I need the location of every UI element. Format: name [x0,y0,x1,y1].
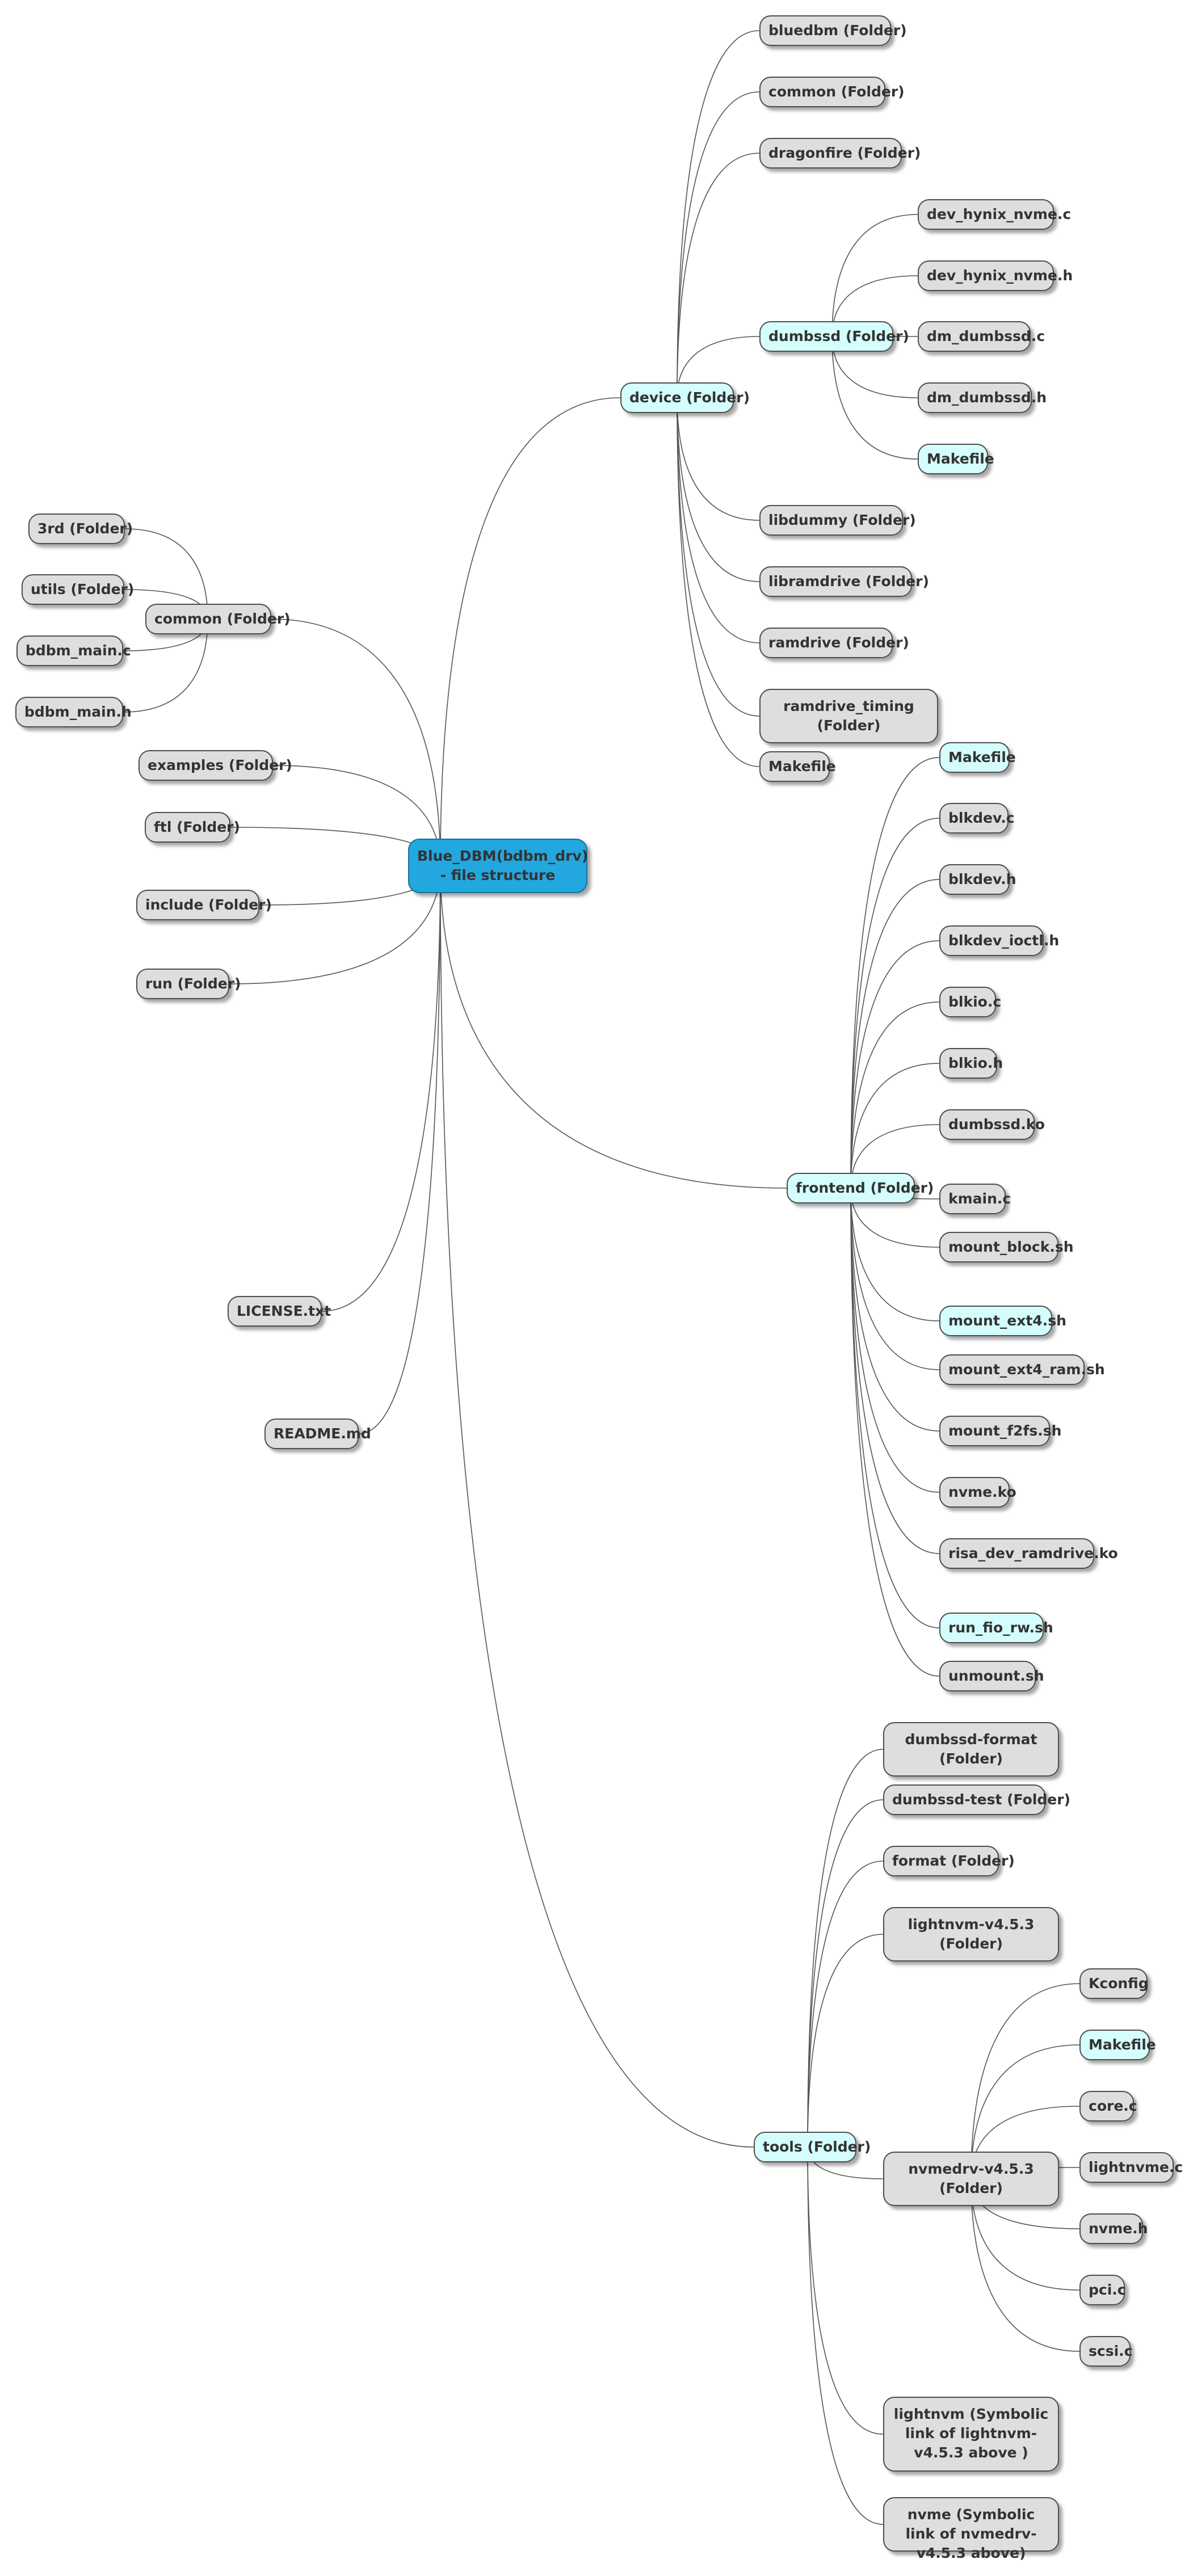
bdbm-main-h-node: bdbm_main.h [15,697,132,727]
connector-line [850,1188,940,1554]
common-folder-node: common (Folder) [145,604,291,634]
libramdrive-folder-node: libramdrive (Folder) [759,566,929,597]
connector-line [831,214,918,337]
connector-line [850,1188,940,1432]
bluedbm-folder-node: bluedbm (Folder) [759,15,907,46]
libdummy-folder-node: libdummy (Folder) [759,505,916,536]
nvmedrv-makefile-node: Makefile [1079,2030,1156,2060]
connector-line [321,865,441,1312]
connector-line [971,1983,1080,2179]
root-node: Blue_DBM(bdbm_drv) - file structure [408,839,588,893]
pci-c-node: pci.c [1079,2275,1126,2305]
kconfig-node: Kconfig [1079,1968,1149,1999]
connector-line [807,2146,884,2525]
connector-line [850,1188,940,1628]
frontend-makefile-node: Makefile [939,742,1016,773]
connector-line [831,336,918,460]
connector-line [850,1188,940,1493]
connector-line [850,818,940,1189]
connector-line [807,1749,884,2148]
blkdev-ioctl-h-node: blkdev_ioctl.h [939,925,1059,956]
connector-line [677,397,760,767]
ramdrive-folder-node: ramdrive (Folder) [759,628,909,658]
blkio-c-node: blkio.c [939,987,1001,1017]
dumbssd-test-folder-node: dumbssd-test (Folder) [883,1784,1070,1815]
tools-folder-node: tools (Folder) [754,2132,871,2162]
dm-dumbssd-c-node: dm_dumbssd.c [918,321,1045,352]
connector-line [271,618,441,866]
kmain-c-node: kmain.c [939,1184,1011,1214]
device-common-folder-node: common (Folder) [759,77,905,107]
nvme-symlink-node: nvme (Symbolic link of nvmedrv-v4.5.3 ab… [883,2497,1059,2561]
connector-line [677,397,760,521]
connector-line [971,2044,1080,2179]
run-fio-rw-sh-node: run_fio_rw.sh [939,1613,1053,1643]
lightnvm-v453-folder-node: lightnvm-v4.5.3 (Folder) [883,1907,1059,1962]
blkdev-h-node: blkdev.h [939,864,1016,895]
connector-line [123,618,208,713]
connector-line [124,528,208,620]
device-makefile-node: Makefile [759,751,836,782]
connector-line [850,1001,940,1189]
frontend-folder-node: frontend (Folder) [787,1173,934,1203]
ftl-folder-node: ftl (Folder) [145,812,240,843]
mount-block-sh-node: mount_block.sh [939,1232,1074,1262]
connector-line [850,1188,940,1321]
connector-line [850,940,940,1189]
connector-line [440,865,787,1189]
nvmedrv-v453-folder-node: nvmedrv-v4.5.3 (Folder) [883,2152,1059,2206]
dumbssd-makefile-node: Makefile [918,444,994,474]
connector-line [677,397,760,582]
utils-folder-node: utils (Folder) [22,574,134,605]
examples-folder-node: examples (Folder) [138,750,292,781]
mount-ext4-ram-sh-node: mount_ext4_ram.sh [939,1354,1105,1385]
connector-line [440,865,754,2148]
connector-line [850,1188,940,1370]
blkdev-c-node: blkdev.c [939,803,1015,834]
connector-line [677,153,760,398]
dragonfire-folder-node: dragonfire (Folder) [759,138,921,169]
dev-hynix-nvme-c-node: dev_hynix_nvme.c [918,199,1071,230]
dm-dumbssd-h-node: dm_dumbssd.h [918,382,1047,413]
format-folder-node: format (Folder) [883,1846,1015,1876]
mount-ext4-sh-node: mount_ext4.sh [939,1306,1066,1336]
blkio-h-node: blkio.h [939,1048,1003,1079]
scsi-c-node: scsi.c [1079,2336,1132,2367]
risa-dev-ramdrive-ko-node: risa_dev_ramdrive.ko [939,1538,1118,1569]
connector-line [850,757,940,1189]
bdbm-main-c-node: bdbm_main.c [16,635,131,666]
third-party-folder-node: 3rd (Folder) [28,513,133,544]
connector-line [850,1188,940,1677]
connector-line [807,1934,884,2148]
license-file-node: LICENSE.txt [228,1296,331,1327]
connector-line [440,397,621,866]
connector-line [850,1063,940,1189]
ramdrive-timing-folder-node: ramdrive_timing (Folder) [759,689,938,743]
lightnvm-symlink-node: lightnvm (Symbolic link of lightnvm-v4.5… [883,2397,1059,2472]
dumbssd-format-folder-node: dumbssd-format (Folder) [883,1722,1059,1777]
unmount-sh-node: unmount.sh [939,1661,1044,1691]
connector-line [358,865,441,1434]
readme-file-node: README.md [264,1419,371,1449]
dumbssd-folder-node: dumbssd (Folder) [759,321,909,352]
connector-line [677,30,760,398]
connector-line [677,397,760,717]
connector-line [807,1799,884,2148]
connector-line [850,879,940,1189]
nvme-h-node: nvme.h [1079,2213,1148,2244]
dev-hynix-nvme-h-node: dev_hynix_nvme.h [918,260,1073,291]
connector-line [677,91,760,398]
connector-line [807,2146,884,2435]
nvme-ko-node: nvme.ko [939,1477,1016,1508]
core-c-node: core.c [1079,2091,1137,2122]
include-folder-node: include (Folder) [136,890,272,920]
connector-line [807,1861,884,2148]
mount-f2fs-sh-node: mount_f2fs.sh [939,1416,1061,1446]
run-folder-node: run (Folder) [136,969,241,999]
connector-line [677,397,760,643]
device-folder-node: device (Folder) [620,382,750,413]
connector-line [971,2178,1080,2352]
lightnvme-c-node: lightnvme.c [1079,2152,1183,2183]
dumbssd-ko-node: dumbssd.ko [939,1109,1045,1140]
